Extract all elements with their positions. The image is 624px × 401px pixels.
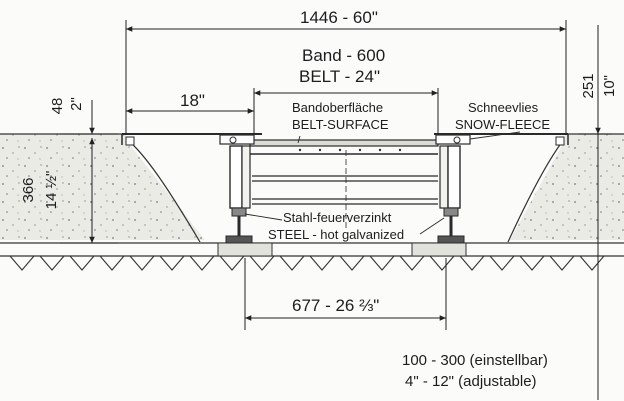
dim-side-offset: 18" [180, 91, 205, 110]
dim-adjust-range-in: 4" - 12" (adjustable) [405, 373, 537, 390]
conveyor-structure [121, 131, 569, 244]
label-steel-en: STEEL - hot galvanized [268, 227, 405, 242]
dim-depth-mm: 366 [20, 177, 37, 202]
dim-top-left-in: 2" [68, 97, 85, 111]
dim-support-spacing: 677 - 26 ⅔" [292, 296, 380, 315]
dim-top-right-mm: 251 [580, 73, 597, 98]
dim-overall-width: 1446 - 60" [300, 8, 378, 27]
ground [0, 133, 624, 271]
dim-adjust-range-mm: 100 - 300 (einstellbar) [402, 352, 548, 369]
dim-top-left-mm: 48 [49, 98, 66, 115]
dimension-lines [60, 20, 612, 400]
dim-depth-in: 14 ½" [43, 171, 60, 210]
label-belt-surface-de: Bandoberfläche [292, 100, 384, 115]
dim-belt-width-mm: Band - 600 [302, 46, 386, 65]
label-steel-de: Stahl-feuerverzinkt [283, 210, 392, 225]
label-belt-surface-en: BELT-SURFACE [292, 117, 389, 132]
dim-belt-width-in: BELT - 24" [299, 67, 380, 86]
label-snow-fleece-en: SNOW-FLEECE [455, 117, 551, 132]
dim-top-right-in: 10" [601, 75, 618, 97]
label-snow-fleece-de: Schneevlies [468, 100, 539, 115]
